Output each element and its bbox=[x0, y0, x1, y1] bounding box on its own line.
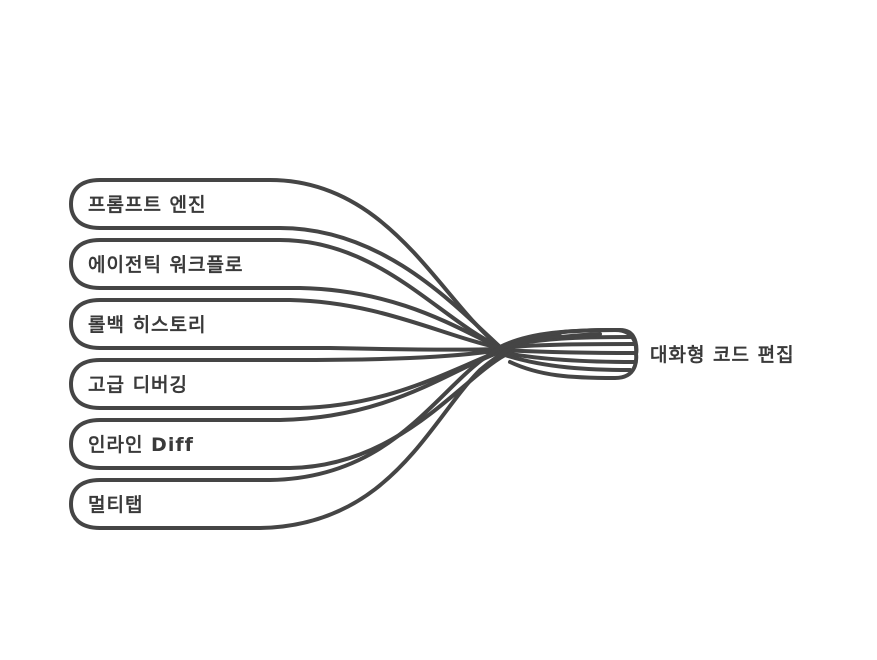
branch-node-agentic-workflow: 에이전틱 워크플로 bbox=[88, 254, 244, 276]
branch-node-rollback-history: 롤백 히스토리 bbox=[88, 314, 207, 336]
branch-node-prompt-engine: 프롬프트 엔진 bbox=[88, 194, 207, 216]
branch-node-inline-diff: 인라인 Diff bbox=[88, 434, 194, 456]
branch-connector-6 bbox=[69, 332, 602, 530]
branch-node-advanced-debugging: 고급 디버깅 bbox=[88, 374, 189, 396]
root-bundle bbox=[508, 328, 639, 380]
branch-connector-5 bbox=[69, 350, 636, 470]
branch-node-multitab: 멀티탭 bbox=[88, 494, 144, 516]
branch-connector-3 bbox=[69, 298, 636, 352]
root-node-label: 대화형 코드 편집 bbox=[650, 344, 795, 366]
